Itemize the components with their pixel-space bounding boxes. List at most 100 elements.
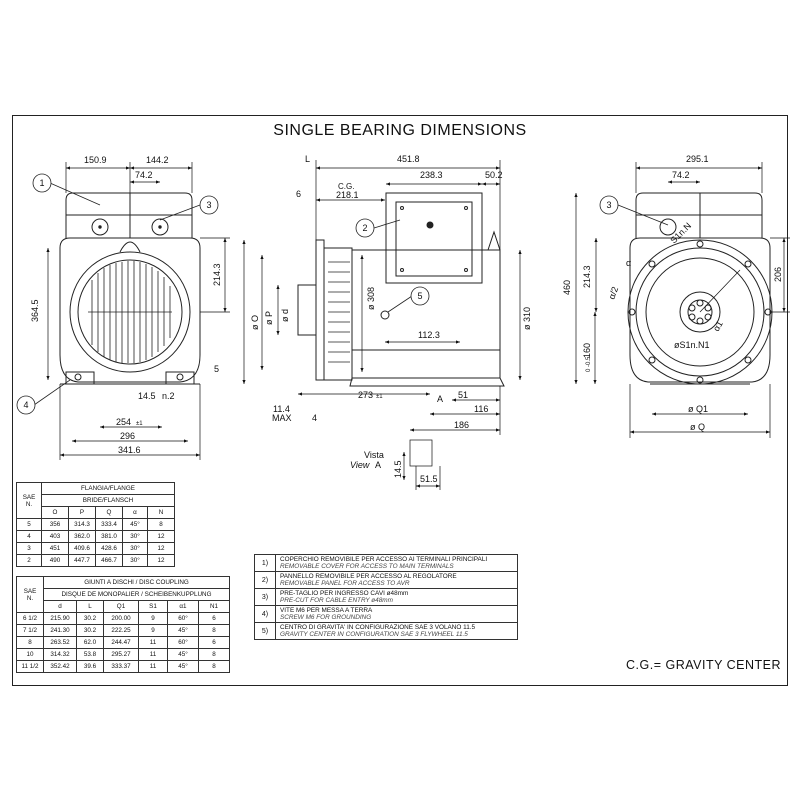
dim-label: 238.3 [420, 170, 443, 180]
dim-label: Vista [364, 450, 384, 460]
dim-label: 214.3 [212, 263, 222, 286]
dim-label: n.2 [162, 391, 175, 401]
col-header: N [147, 506, 175, 519]
notes-table: 1)COPERCHIO REMOVIBILE PER ACCESSO AI TE… [254, 554, 518, 640]
col-header: L [76, 600, 104, 613]
dim-label: 296 [120, 431, 135, 441]
callout-number: 1 [39, 178, 44, 188]
note-row: 5)CENTRO DI GRAVITA' IN CONFIGURAZIONE S… [254, 622, 518, 640]
grille-slots [88, 261, 172, 363]
dim-label: 74.2 [672, 170, 690, 180]
dim-label: C.G. [338, 182, 354, 191]
dim-label: 160 [582, 343, 592, 358]
flange-header-1: FLANGIA/FLANGE [41, 482, 175, 495]
dim-label: 11.4 [273, 404, 290, 414]
dim-label: 74.2 [135, 170, 153, 180]
callout-number: 5 [417, 291, 422, 301]
dim-label: ø d [280, 309, 290, 322]
callout-2 [355, 218, 375, 238]
callout-5 [410, 286, 430, 306]
left-end-view [59, 192, 201, 385]
hub-holes [688, 299, 712, 325]
dim-label: 206 [773, 267, 783, 282]
note-row: 2)PANNELLO REMOVIBILE PER ACCESSO AL REG… [254, 571, 518, 589]
dim-label: ø 308 [366, 287, 376, 310]
callout-4 [16, 395, 36, 415]
flange-end-view [627, 192, 773, 385]
col-header: α [122, 506, 148, 519]
left-dim-labels: 150.9 144.2 74.2 364.5 214.3 5 14.5 n.2 … [30, 155, 222, 455]
dim-label: 214.3 [582, 265, 592, 288]
dim-label: α [626, 258, 631, 268]
dim-label: 150.9 [84, 155, 107, 165]
dim-label: 6 [296, 189, 301, 199]
dim-label: 14.5 [393, 460, 403, 478]
callout-number: 4 [23, 400, 28, 410]
flange-header-2: BRIDE/FLANSCH [41, 494, 175, 507]
dim-label: A [375, 460, 381, 470]
fan-ribs [328, 261, 350, 363]
side-view [297, 192, 505, 387]
col-header: d [43, 600, 77, 613]
flange-dim-labels: 295.1 74.2 460 214.3 206 160 0 -0.5 α/2 … [562, 154, 783, 432]
callout-number: 3 [606, 200, 611, 210]
side-dim-labels: L 451.8 238.3 50.2 C.G. 218.1 6 ø O ø P … [250, 154, 532, 484]
dim-label: 295.1 [686, 154, 709, 164]
callout-numbers: 1 2 3 3 4 5 [23, 178, 611, 410]
dim-label: 254 [116, 417, 131, 427]
dim-label: øS1n.N1 [674, 340, 710, 350]
coupling-header-2: DISQUE DE MONOPALIER / SCHEIBENKUPPLUNG [43, 588, 230, 601]
dim-label: 50.2 [485, 170, 503, 180]
dim-label: 0 -0.5 [586, 356, 592, 372]
dim-label: 14.5 [138, 391, 156, 401]
dim-label: 51 [458, 390, 468, 400]
dim-label: 273 [358, 390, 373, 400]
col-header: Q1 [103, 600, 139, 613]
col-header: P [68, 506, 96, 519]
dim-label: A [437, 394, 443, 404]
dim-label: 112.3 [418, 330, 440, 340]
dim-label: 51.5 [420, 474, 438, 484]
dim-label: ±1 [136, 421, 143, 427]
dim-label: 5 [214, 364, 219, 374]
callout-3 [199, 195, 219, 215]
dim-label: ø Q1 [688, 404, 708, 414]
flange-holes [628, 240, 772, 384]
dim-label: 364.5 [30, 299, 40, 322]
dim-label: 451.8 [397, 154, 420, 164]
dim-label: S1n.N [668, 221, 693, 246]
col-header: Q [95, 506, 123, 519]
dim-label: 460 [562, 280, 572, 295]
dim-label: 341.6 [118, 445, 141, 455]
callout-number: 3 [206, 200, 211, 210]
dim-label: ø 310 [522, 307, 532, 330]
drawing-frame [12, 115, 788, 686]
col-header: α1 [167, 600, 199, 613]
dim-label: 218.1 [336, 190, 359, 200]
dim-label: α1 [711, 319, 725, 333]
left-dimensions [46, 162, 230, 460]
drawing-title: SINGLE BEARING DIMENSIONS [273, 122, 527, 139]
dim-label: α/2 [606, 285, 620, 300]
callouts [16, 173, 669, 415]
dim-label: ø P [264, 311, 274, 325]
col-header: N1 [198, 600, 230, 613]
side-dimensions [242, 160, 522, 490]
dim-label: 116 [474, 404, 488, 414]
dim-label: L [305, 154, 310, 164]
coupling-header-1: GIUNTI A DISCHI / DISC COUPLING [43, 576, 230, 589]
